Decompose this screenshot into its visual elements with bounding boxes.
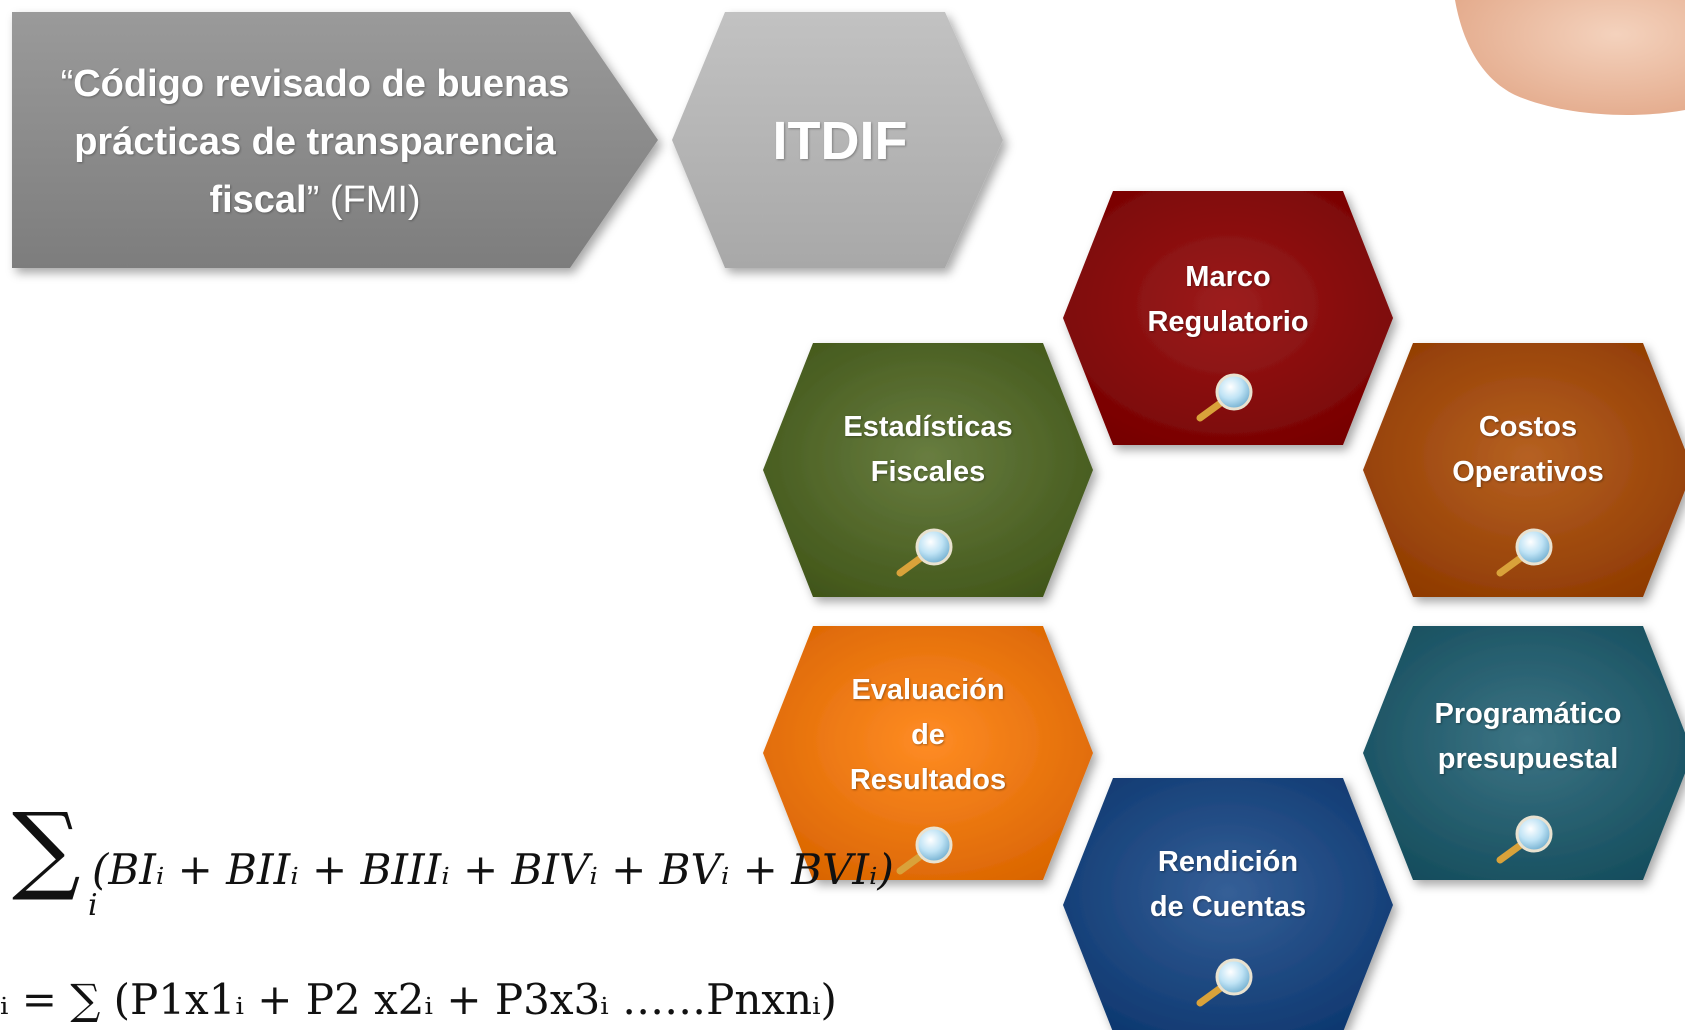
hexagon-marco[interactable] [1063, 191, 1393, 445]
hexagon-label-line2: Operativos [1452, 456, 1604, 488]
hexagon-label-line1: Evaluación [851, 674, 1005, 706]
hexagon-cluster [763, 191, 1685, 1030]
itdif-shape [672, 12, 1003, 268]
quote-title: Código revisado de buenas prácticas de t… [73, 63, 570, 221]
magnifier-icon [1196, 373, 1253, 422]
hexagon-label-line2: de Cuentas [1149, 891, 1307, 923]
decorative-corner-shape [1455, 0, 1685, 115]
hexagon-label-line2: presupuestal [1437, 743, 1619, 775]
quote-arrow-shape [12, 12, 658, 268]
quote-open-mark: “ [60, 63, 74, 105]
hexagon-rendicion[interactable] [1063, 778, 1393, 1030]
sigma-symbol: ∑ [12, 792, 81, 904]
magnifier-icon [896, 528, 953, 577]
hexagon-label-line1: Estadísticas [843, 411, 1013, 443]
hexagon-label-rendicion: Rendición de Cuentas [1098, 840, 1358, 930]
fmi-code-quote: “Código revisado de buenas prácticas de … [30, 55, 600, 229]
quote-close-mark: ” [306, 179, 320, 221]
itdif-label: ITDIF [772, 111, 908, 171]
hexagon-costos[interactable] [1363, 343, 1685, 597]
hexagon-evaluacion[interactable] [763, 626, 1093, 880]
formula-line-1: (BIᵢ + BIIᵢ + BIIIᵢ + BIVᵢ + BVᵢ + BVIᵢ) [92, 845, 894, 894]
hexagon-label-line1: Marco [1185, 261, 1271, 293]
quote-source: (FMI) [329, 179, 421, 221]
hexagon-label-programatico: Programático presupuestal [1398, 692, 1658, 782]
hexagon-label-line2: de [911, 719, 945, 751]
hexagon-label-line2: Fiscales [870, 456, 986, 488]
hexagon-estadisticas[interactable] [763, 343, 1093, 597]
sigma-subscript: i [88, 888, 98, 923]
hexagon-label-line3: Resultados [849, 764, 1007, 796]
magnifier-icon [1196, 958, 1253, 1007]
hexagon-label-line1: Programático [1434, 698, 1622, 730]
formula-line-2: ᵢ = ∑ (P1x1ᵢ + P2 x2ᵢ + P3x3ᵢ ……Pnxnᵢ) [0, 975, 837, 1024]
hexagon-label-line2: Regulatorio [1147, 306, 1309, 338]
hexagon-programatico[interactable] [1363, 626, 1685, 880]
hexagon-label-line1: Rendición [1157, 846, 1299, 878]
magnifier-icon [1496, 815, 1553, 864]
magnifier-icon [1496, 528, 1553, 577]
hexagon-label-line1: Costos [1478, 411, 1578, 443]
magnifier-icon [896, 826, 953, 875]
